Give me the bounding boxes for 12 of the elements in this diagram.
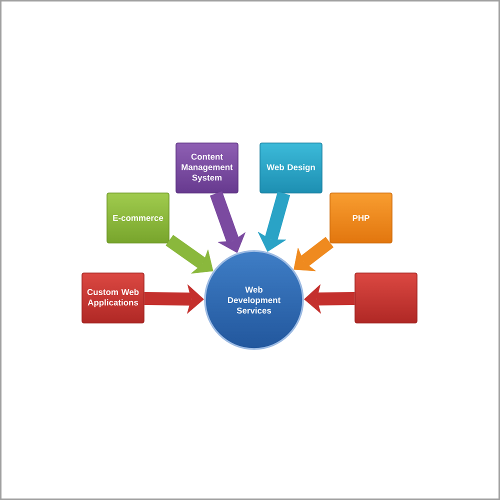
arrow (304, 284, 355, 314)
arrow (210, 191, 246, 253)
topic-box: Web Design (260, 142, 322, 194)
box (354, 272, 418, 324)
arrow (144, 284, 204, 314)
topic-box: PHP (330, 192, 392, 244)
topic-box: E-commerce (106, 192, 170, 244)
arrow (294, 236, 334, 272)
arrow (258, 192, 290, 252)
arrow (166, 234, 214, 274)
topic-box: Content Management System (176, 142, 238, 194)
topic-box: Custom Web Applications (82, 272, 144, 324)
